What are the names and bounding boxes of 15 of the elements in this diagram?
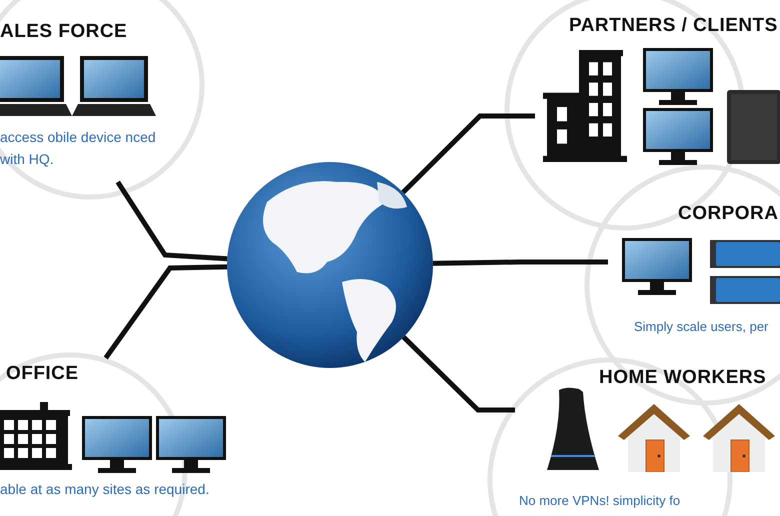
connector-line xyxy=(432,260,608,266)
group-heading: HOME WORKERS xyxy=(599,368,766,387)
description-text: able at as many sites as required. xyxy=(0,480,210,499)
connector-line xyxy=(402,335,515,412)
globe-drawing xyxy=(227,162,433,368)
description-text: No more VPNs! simplicity fo xyxy=(519,492,682,510)
group-heading: ALES FORCE xyxy=(0,22,128,41)
group-heading: CORPORA xyxy=(678,204,778,223)
connector-line xyxy=(401,114,535,194)
connector-line xyxy=(116,180,228,262)
description-text: access obile device nced with HQ. xyxy=(0,128,157,169)
connector-line xyxy=(104,264,228,360)
description-text: Simply scale users, per xyxy=(634,318,770,336)
group-heading: PARTNERS / CLIENTS xyxy=(569,16,778,35)
group-heading: OFFICE xyxy=(6,364,79,383)
